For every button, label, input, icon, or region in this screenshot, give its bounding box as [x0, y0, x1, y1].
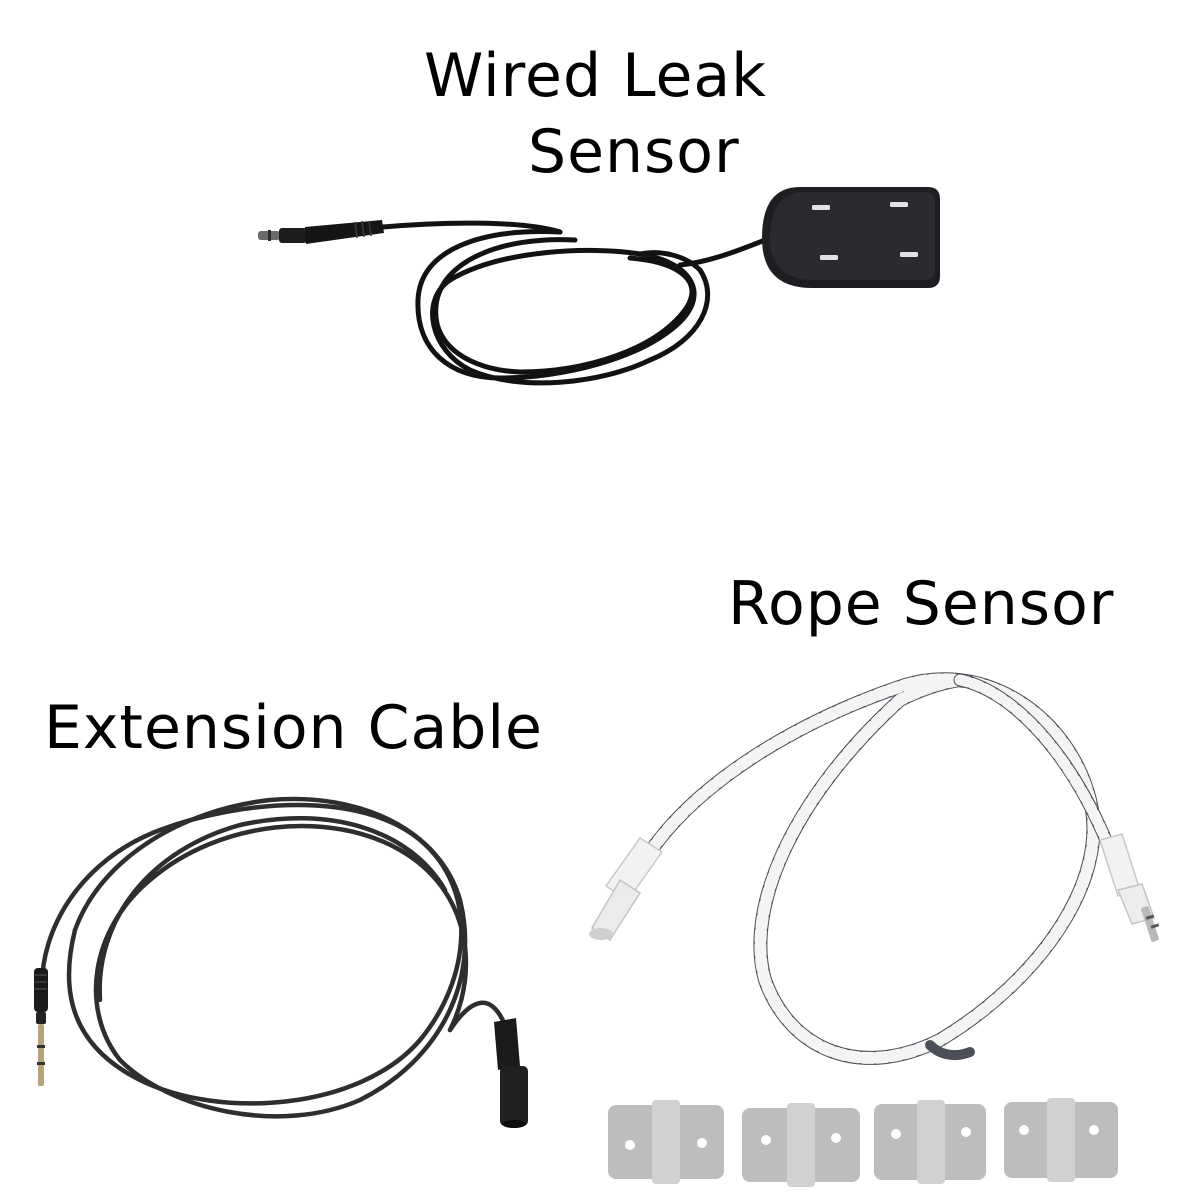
sensor-puck-icon — [762, 187, 940, 288]
wired-leak-sensor-label-line1: Wired Leak — [424, 41, 767, 111]
rope-sensor-label: Rope Sensor — [728, 569, 1115, 639]
rope-sensor-icon — [589, 672, 1160, 1065]
wired-leak-sensor-icon — [258, 187, 940, 386]
extension-cable-icon — [34, 796, 528, 1128]
socket-end-icon — [494, 1018, 528, 1128]
coiled-cable-icon — [380, 220, 773, 386]
plug-end-icon — [34, 968, 48, 1086]
mounting-clip-icon — [608, 1098, 1118, 1187]
rope-plug-end-icon — [1099, 833, 1160, 942]
audio-plug-icon — [258, 220, 384, 244]
extension-cable-label: Extension Cable — [44, 693, 543, 763]
wired-leak-sensor-label-line2: Sensor — [528, 117, 740, 187]
rope-socket-end-icon — [589, 836, 664, 942]
